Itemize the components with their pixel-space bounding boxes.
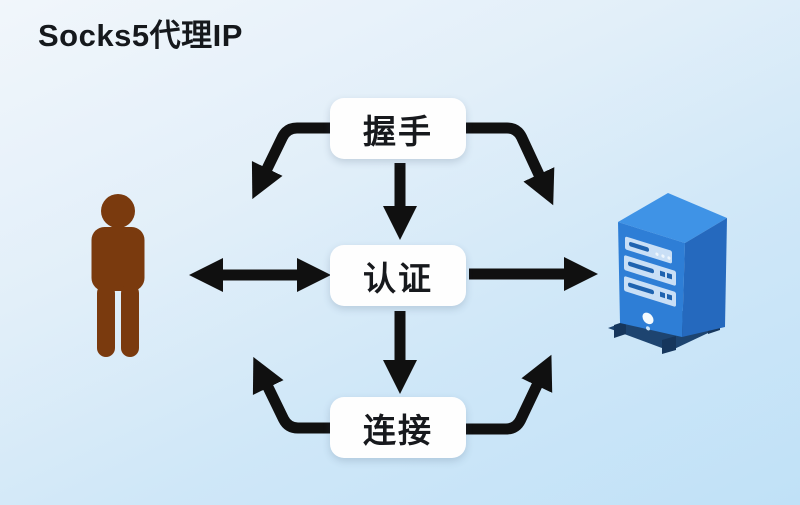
server-actor <box>602 190 732 360</box>
person-icon <box>91 194 145 357</box>
node-auth: 认证 <box>330 245 466 306</box>
arrow-connect-to-client <box>252 356 331 434</box>
client-actor <box>89 194 147 362</box>
server-icon <box>608 193 727 354</box>
arrow-handshake-to-client <box>251 122 331 200</box>
node-connect: 连接 <box>330 397 466 458</box>
arrow-handshake-to-server <box>464 122 555 206</box>
node-connect-label: 连接 <box>363 411 433 449</box>
arrow-connect-to-server <box>464 354 553 435</box>
node-handshake: 握手 <box>330 98 466 159</box>
node-auth-label: 认证 <box>363 259 433 297</box>
page-title: Socks5代理IP <box>38 18 243 53</box>
node-handshake-label: 握手 <box>363 112 433 150</box>
